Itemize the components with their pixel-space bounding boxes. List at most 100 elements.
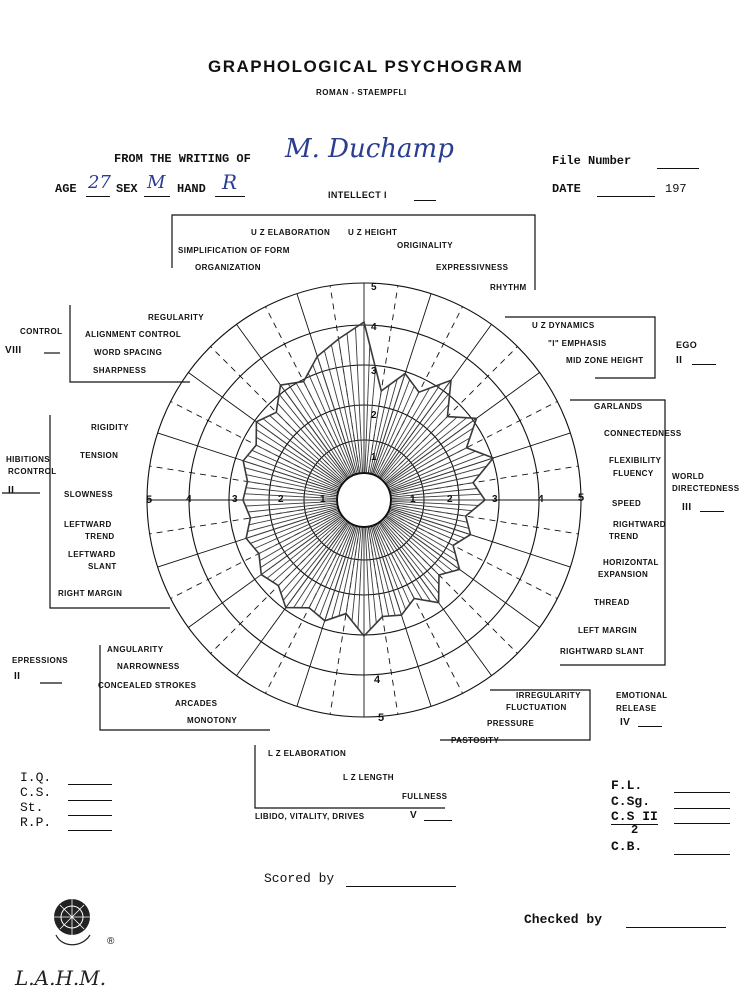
section-world-2: DIRECTEDNESS xyxy=(672,484,740,493)
profile-hatch xyxy=(364,527,371,630)
profile-hatch xyxy=(380,380,452,478)
libido-line xyxy=(424,820,452,821)
profile-hatch xyxy=(244,467,338,494)
profile-hatch xyxy=(245,500,337,507)
cb-label: C.B. xyxy=(611,839,643,854)
section-ego-num: II xyxy=(676,355,683,366)
profile-hatch xyxy=(376,524,415,599)
handwritten-profile xyxy=(242,320,495,638)
trait-monotony: MONOTONY xyxy=(187,716,238,725)
profile-hatch xyxy=(248,505,337,526)
section-emotional-2: RELEASE xyxy=(616,704,657,713)
stamp-logo xyxy=(54,899,91,946)
sex-line xyxy=(144,196,170,197)
profile-hatch xyxy=(365,367,376,473)
trait-rightward-trend-2: TREND xyxy=(609,532,639,541)
st-label: St. xyxy=(20,800,44,815)
iq-label: I.Q. xyxy=(20,770,52,785)
profile-hatch xyxy=(390,454,485,491)
chart-spoke xyxy=(149,465,337,497)
profile-hatch xyxy=(382,404,449,480)
trait-word-spacing: WORD SPACING xyxy=(94,348,163,357)
scale-right-4: 4 xyxy=(538,494,544,505)
profile-hatch xyxy=(390,457,494,492)
profile-hatch xyxy=(345,527,361,614)
age-value: 27 xyxy=(88,172,111,193)
date-line xyxy=(597,196,655,197)
profile-hatch xyxy=(390,508,471,536)
trait-leftward-trend-1: LEFTWARD xyxy=(64,520,112,529)
profile-hatch xyxy=(331,526,358,619)
profile-hatch xyxy=(377,387,430,477)
profile-hatch xyxy=(247,481,337,497)
profile-hatch xyxy=(338,527,359,617)
from-label: FROM THE WRITING OF xyxy=(114,152,251,166)
file-number-line xyxy=(657,168,699,169)
profile-hatch xyxy=(346,333,362,473)
profile-hatch xyxy=(367,527,383,617)
profile-hatch xyxy=(376,391,420,476)
scale-top-2: 2 xyxy=(371,410,377,421)
profile-hatch xyxy=(372,526,402,616)
profile-hatch xyxy=(380,522,439,603)
trait-sharpness: SHARPNESS xyxy=(93,366,147,375)
trait-rigidity: RIGIDITY xyxy=(91,423,129,432)
trait-uz-elaboration: U Z ELABORATION xyxy=(251,228,331,237)
chart-spoke xyxy=(376,524,463,694)
profile-hatch xyxy=(387,515,458,562)
profile-hatch xyxy=(245,508,338,539)
world-line xyxy=(700,511,724,512)
page-title: GRAPHOLOGICAL PSYCHOGRAM xyxy=(208,57,524,76)
profile-hatch xyxy=(369,527,390,617)
trait-garlands: GARLANDS xyxy=(594,402,643,411)
trait-irregularity: IRREGULARITY xyxy=(516,691,581,700)
ego-line xyxy=(692,364,716,365)
profile-hatch xyxy=(245,474,337,495)
profile-hatch xyxy=(386,417,477,484)
profile-hatch xyxy=(256,429,341,486)
checked-by-line xyxy=(626,927,726,928)
scale-left-1: 1 xyxy=(320,494,326,505)
trait-rightward-slant: RIGHTWARD SLANT xyxy=(560,647,645,656)
trait-lz-elaboration: L Z ELABORATION xyxy=(268,749,347,758)
file-number-label: File Number xyxy=(552,154,632,168)
profile-hatch xyxy=(382,520,440,585)
scale-bottom-5: 5 xyxy=(378,712,385,724)
profile-hatch xyxy=(330,344,359,473)
profile-hatch xyxy=(307,372,354,475)
profile-hatch xyxy=(338,338,361,473)
profile-hatch xyxy=(258,512,340,555)
scale-top-3: 3 xyxy=(371,366,377,377)
cs-label: C.S. xyxy=(20,785,52,800)
trait-uz-height: U Z HEIGHT xyxy=(348,228,398,237)
profile-hatch xyxy=(391,488,478,498)
profile-hatch xyxy=(261,516,342,575)
profile-hatch xyxy=(385,417,468,483)
sex-value: M xyxy=(147,172,166,193)
profile-hatch xyxy=(379,523,431,602)
trait-slowness: SLOWNESS xyxy=(64,490,113,499)
chart-spoke xyxy=(170,401,340,488)
intellect-line xyxy=(414,200,436,201)
section-inhibitions-1: HIBITIONS xyxy=(6,455,51,464)
trait-expressivness: EXPRESSIVNESS xyxy=(436,263,509,272)
profile-hatch xyxy=(384,416,458,482)
profile-hatch xyxy=(374,525,411,605)
trait-right-margin: RIGHT MARGIN xyxy=(58,589,123,598)
profile-hatch xyxy=(383,416,448,481)
trait-alignment-control: ALIGNMENT CONTROL xyxy=(85,330,182,339)
scale-right-1: 1 xyxy=(410,494,416,505)
scale-left-3: 3 xyxy=(232,494,238,505)
profile-hatch xyxy=(389,450,476,490)
profile-hatch xyxy=(379,383,441,477)
profile-hatch xyxy=(377,523,423,601)
profile-hatch xyxy=(259,513,341,561)
hand-value: R xyxy=(222,170,238,194)
profile-hatch xyxy=(278,519,345,586)
scale-left-5: 5 xyxy=(146,494,153,506)
profile-hatch xyxy=(372,373,406,474)
registered-mark: ® xyxy=(107,936,115,947)
fl-line xyxy=(674,792,730,793)
trait-rhythm: RHYTHM xyxy=(490,283,527,292)
